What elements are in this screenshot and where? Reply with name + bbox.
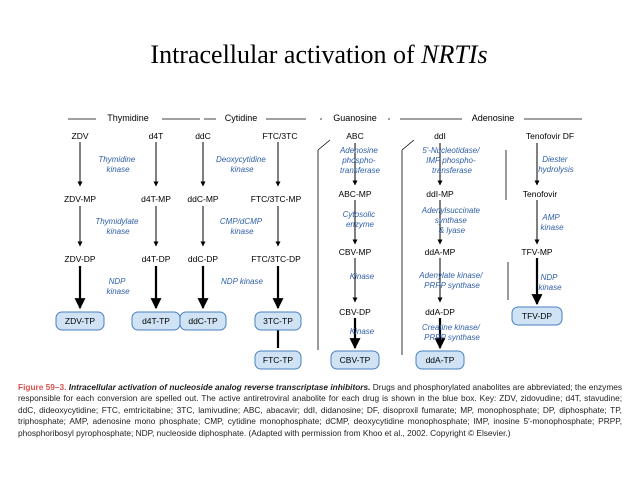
box-d4t-tp: d4T-TP xyxy=(131,311,181,331)
svg-text:ddC-TP: ddC-TP xyxy=(188,316,218,326)
label-ftc: FTC/3TC xyxy=(263,131,298,141)
svg-text:3TC-TP: 3TC-TP xyxy=(263,316,293,326)
enzyme-ndp-kinase-cytidine: NDP kinase xyxy=(221,277,263,286)
label-ddi-mp: ddI-MP xyxy=(426,189,454,199)
arrows xyxy=(74,142,543,350)
figure-caption-text: Drugs and phosphorylated anabolites are … xyxy=(18,382,622,438)
figure-caption-title: Intracellular activation of nucleoside a… xyxy=(68,382,371,392)
svg-text:FTC-TP: FTC-TP xyxy=(263,355,294,365)
svg-text:CBV-TP: CBV-TP xyxy=(340,355,371,365)
slide-title: Intracellular activation of NRTIs xyxy=(0,40,638,70)
label-cbv-dp: CBV-DP xyxy=(339,307,371,317)
header-guanosine: Guanosine xyxy=(333,113,377,123)
enzyme-labels: Thymidine kinase Deoxycytidine kinase Ad… xyxy=(95,146,573,342)
label-d4t: d4T xyxy=(149,131,164,141)
enzyme-diester-hydrolysis: Diester hydrolysis xyxy=(538,155,574,174)
enzyme-creatine-kinase: Creatine kinase/ PRPP synthase xyxy=(422,323,482,342)
box-cbv-tp: CBV-TP xyxy=(330,350,380,370)
bracket-lines xyxy=(317,139,509,355)
label-tfv-mp: TFV-MP xyxy=(521,247,552,257)
slide-title-italic: NRTIs xyxy=(421,40,488,69)
label-ftc-dp: FTC/3TC-DP xyxy=(251,254,301,264)
box-ftc-tp: FTC-TP xyxy=(254,350,302,370)
header-cytidine: Cytidine xyxy=(225,113,258,123)
enzyme-ndp-kinase-thymidine: NDP kinase xyxy=(106,277,130,296)
figure-caption: Figure 59–3. Intracellular activation of… xyxy=(18,382,622,439)
compound-labels: ZDV d4T ddC FTC/3TC ABC ddI Tenofovir DF… xyxy=(64,131,574,317)
enzyme-adenylsuccinate: Adenylsuccinate synthase & lyase xyxy=(421,206,483,235)
header-thymidine: Thymidine xyxy=(107,113,149,123)
label-zdv-dp: ZDV-DP xyxy=(64,254,96,264)
enzyme-cytosolic: Cytosolic enzyme xyxy=(343,210,378,229)
slide-title-plain: Intracellular activation of xyxy=(150,40,422,69)
label-ftc-mp: FTC/3TC-MP xyxy=(251,194,302,204)
enzyme-thymidylate-kinase: Thymidylate kinase xyxy=(95,217,140,236)
label-ddi: ddI xyxy=(434,131,446,141)
box-3tc-tp: 3TC-TP xyxy=(254,311,302,331)
svg-text:ZDV-TP: ZDV-TP xyxy=(65,316,96,326)
headers: Thymidine Cytidine Guanosine Adenosine xyxy=(68,112,582,124)
box-zdv-tp: ZDV-TP xyxy=(55,311,105,331)
label-ddc-mp: ddC-MP xyxy=(187,194,219,204)
label-tenofovir: Tenofovir xyxy=(523,189,558,199)
label-dda-mp: ddA-MP xyxy=(425,247,456,257)
label-d4t-mp: d4T-MP xyxy=(141,194,171,204)
box-tfv-dp: TFV-DP xyxy=(511,306,563,326)
enzyme-thymidine-kinase: Thymidine kinase xyxy=(98,155,137,174)
enzyme-adenylate-kinase: Adenylate kinase/ PRPP synthase xyxy=(418,271,484,290)
enzyme-ndp-kinase-adenosine: NDP kinase xyxy=(538,273,562,292)
enzyme-amp-kinase: AMP kinase xyxy=(540,213,564,232)
enzyme-adenosine-phosphotransferase: Adenosine phospho- transferase xyxy=(339,146,381,175)
label-d4t-dp: d4T-DP xyxy=(142,254,171,264)
label-zdv-mp: ZDV-MP xyxy=(64,194,96,204)
svg-text:TFV-DP: TFV-DP xyxy=(522,311,553,321)
label-cbv-mp: CBV-MP xyxy=(339,247,372,257)
box-ddc-tp: ddC-TP xyxy=(179,311,227,331)
enzyme-cmp-dcmp-kinase: CMP/dCMP kinase xyxy=(220,217,264,236)
svg-text:d4T-TP: d4T-TP xyxy=(142,316,170,326)
label-abc: ABC xyxy=(346,131,363,141)
label-ddc: ddC xyxy=(195,131,211,141)
label-abc-mp: ABC-MP xyxy=(338,189,371,199)
label-zdv: ZDV xyxy=(72,131,89,141)
enzyme-kinase-guanosine-1: Kinase xyxy=(350,272,375,281)
enzyme-nucleotidase: 5'-Nucleotidase/ IMP phospho- transferas… xyxy=(422,146,481,175)
label-dda-dp: ddA-DP xyxy=(425,307,455,317)
header-adenosine: Adenosine xyxy=(472,113,515,123)
box-dda-tp: ddA-TP xyxy=(415,350,465,370)
enzyme-kinase-guanosine-2: Kinase xyxy=(350,327,375,336)
label-tdf: Tenofovir DF xyxy=(526,131,574,141)
active-anabolites: ZDV-TP d4T-TP ddC-TP 3TC-TP FTC-TP CBV-T… xyxy=(55,306,563,370)
label-ddc-dp: ddC-DP xyxy=(188,254,219,264)
figure-number: Figure 59–3. xyxy=(18,382,67,392)
enzyme-deoxycytidine-kinase: Deoxycytidine kinase xyxy=(216,155,268,174)
svg-text:ddA-TP: ddA-TP xyxy=(426,355,455,365)
